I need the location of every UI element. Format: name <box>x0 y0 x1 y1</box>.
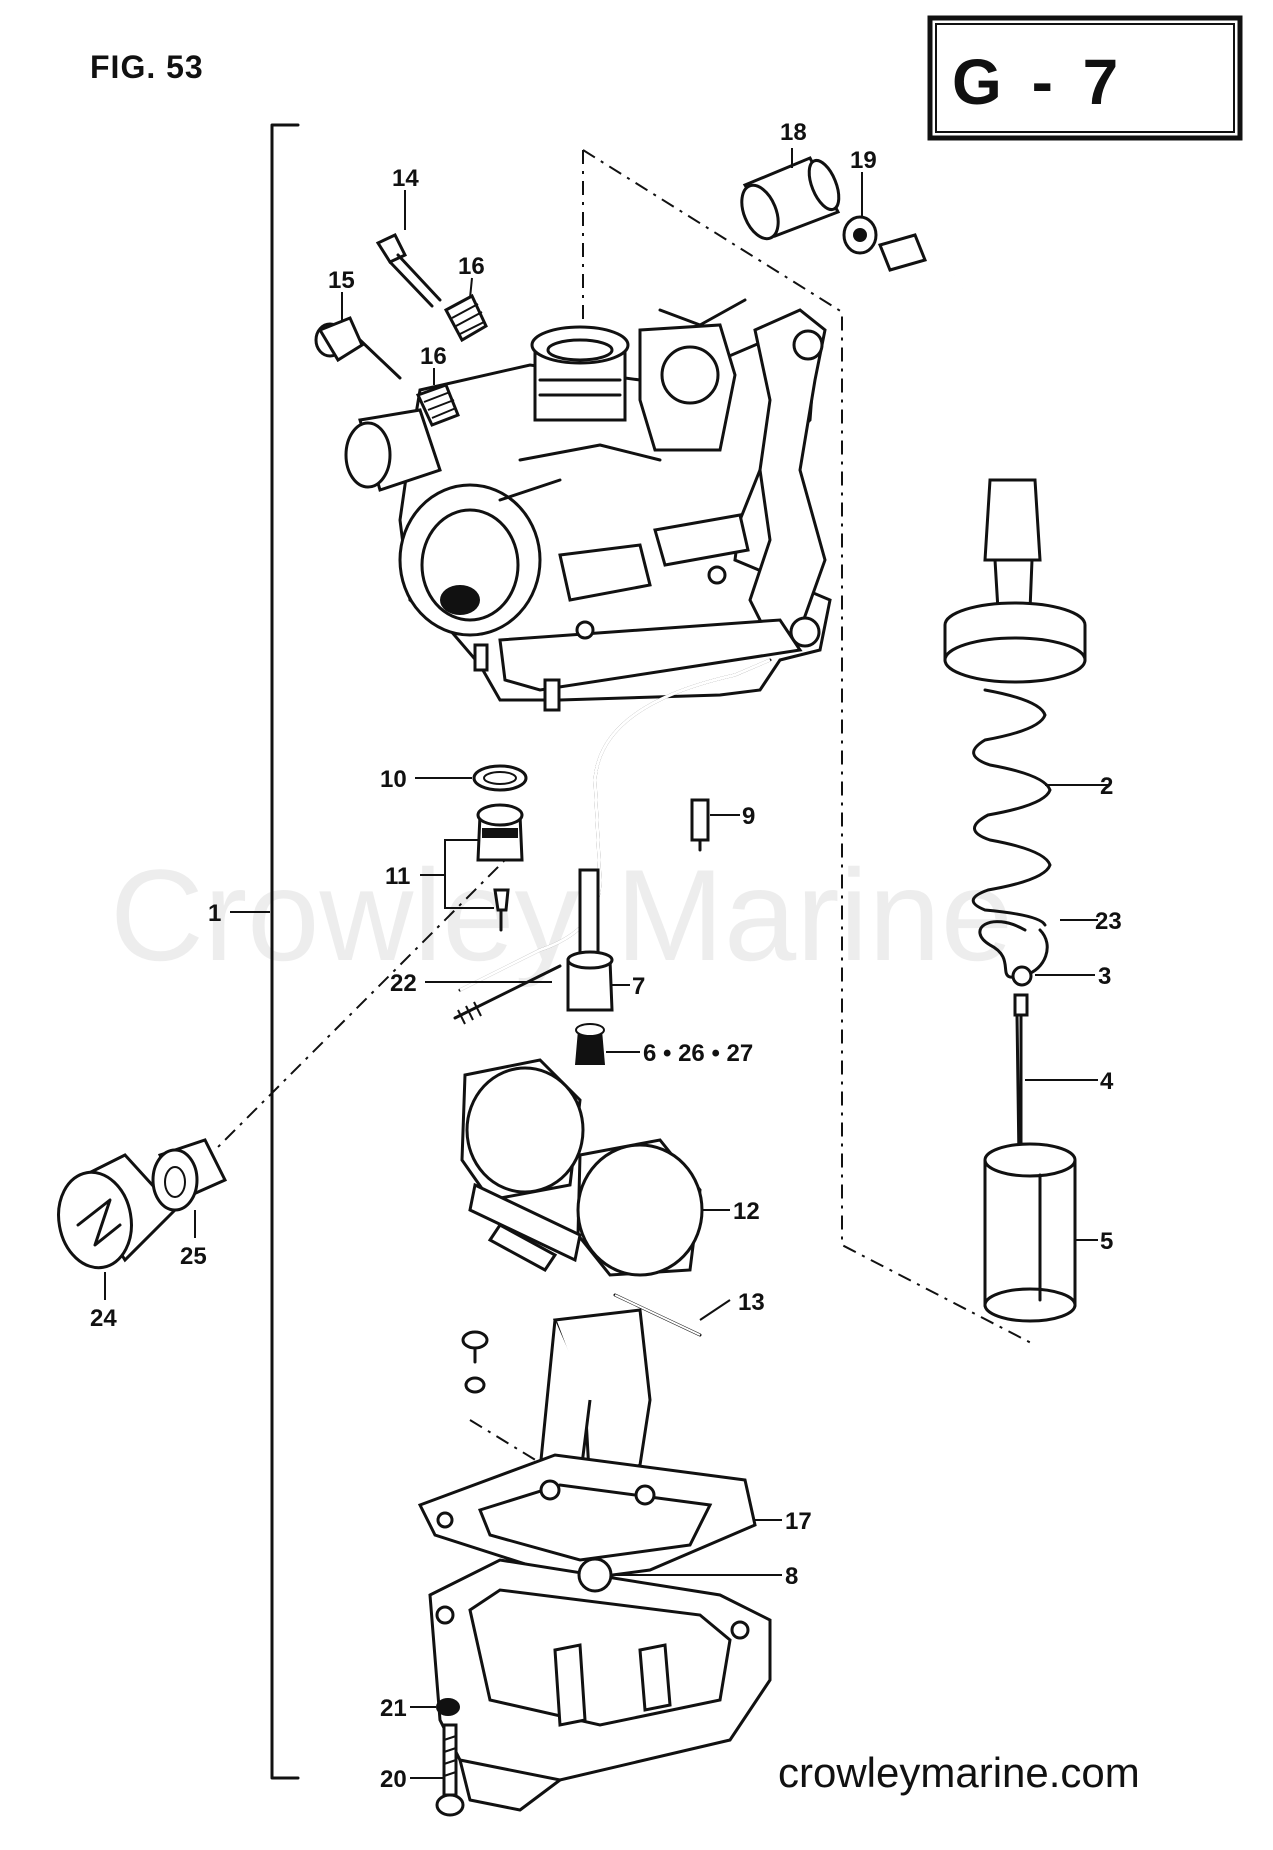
callout-8: 8 <box>785 1563 798 1590</box>
part-22-stud <box>453 964 562 1025</box>
part-16-spring-upper <box>443 293 488 343</box>
part-21-nut <box>842 215 878 255</box>
float-chamber-baffle <box>538 1308 652 1493</box>
part-23-needle-clip <box>978 920 1049 979</box>
mixing-chamber-top <box>943 601 1087 684</box>
callout-16-lower: 16 <box>420 343 447 370</box>
part-18-screw <box>435 1723 465 1817</box>
leader-lines <box>104 148 1110 1779</box>
watermark-text: Crowley Marine <box>110 842 1013 988</box>
figure-label: FIG. 53 <box>90 49 204 85</box>
part-17-gasket <box>417 1453 757 1582</box>
float-chamber-bowl <box>428 1557 772 1812</box>
part-14-pilot-screw <box>375 233 442 308</box>
part-9-pilot-jet <box>690 798 710 852</box>
callout-25: 25 <box>180 1243 207 1270</box>
part-12-float <box>460 1058 704 1277</box>
part-11-needle-valve <box>476 803 524 932</box>
callout-21: 19 <box>850 147 877 174</box>
part-10-o-ring <box>472 764 528 792</box>
part-7-needle-jet <box>566 868 614 1012</box>
section-label-box: G - 7 <box>927 15 1243 141</box>
callout-16-upper: 16 <box>458 253 485 280</box>
callout-14: 14 <box>392 165 419 192</box>
part-5-throttle-valve <box>983 1142 1077 1323</box>
part-2-throttle-spring <box>971 688 1052 927</box>
assembly-bracket <box>270 123 300 1780</box>
section-label: G - 7 <box>952 46 1124 118</box>
throttle-cable <box>877 233 1042 612</box>
callout-22: 22 <box>390 970 417 997</box>
part-13-float-pin <box>613 1293 702 1337</box>
assembly-guide-lines <box>214 149 1036 1476</box>
callout-9: 9 <box>742 803 755 830</box>
callout-19: 21 <box>380 1695 407 1722</box>
callout-11: 11 <box>385 863 410 890</box>
choke-rod <box>458 658 772 992</box>
carburetor-body <box>344 298 832 712</box>
callout-5: 5 <box>1100 1228 1113 1255</box>
part-6-main-jet <box>575 1023 605 1065</box>
callout-18: 20 <box>380 1766 407 1793</box>
callout-23: 23 <box>1095 908 1122 935</box>
part-16-spring-lower <box>415 383 460 427</box>
callout-7: 7 <box>632 973 645 1000</box>
part-20-cable-cap <box>740 156 841 241</box>
callout-4: 4 <box>1100 1068 1114 1095</box>
callout-labels: 14 15 16 16 18 19 2 23 3 4 5 10 11 9 1 2… <box>90 119 1122 1793</box>
callout-2: 2 <box>1100 773 1113 800</box>
callout-6-26-27: 6 • 26 • 27 <box>643 1040 753 1067</box>
part-25-grommet <box>151 1138 228 1212</box>
part-4-jet-needle <box>1013 993 1029 1162</box>
callout-12: 12 <box>733 1198 760 1225</box>
callout-1: 1 <box>208 900 221 927</box>
callout-17: 17 <box>785 1508 812 1535</box>
callout-3: 3 <box>1098 963 1111 990</box>
part-3-e-ring <box>1011 965 1033 987</box>
callout-24: 24 <box>90 1305 117 1332</box>
callout-10: 10 <box>380 766 407 793</box>
callout-20: 18 <box>780 119 807 146</box>
part-15-air-screw <box>314 316 402 380</box>
part-19-washer <box>436 1698 460 1716</box>
callout-13: 13 <box>738 1289 765 1316</box>
part-24-cap <box>57 1153 178 1270</box>
callout-15: 15 <box>328 267 355 294</box>
chamber-screw-top <box>461 1330 489 1394</box>
website-url: crowleymarine.com <box>778 1749 1140 1796</box>
